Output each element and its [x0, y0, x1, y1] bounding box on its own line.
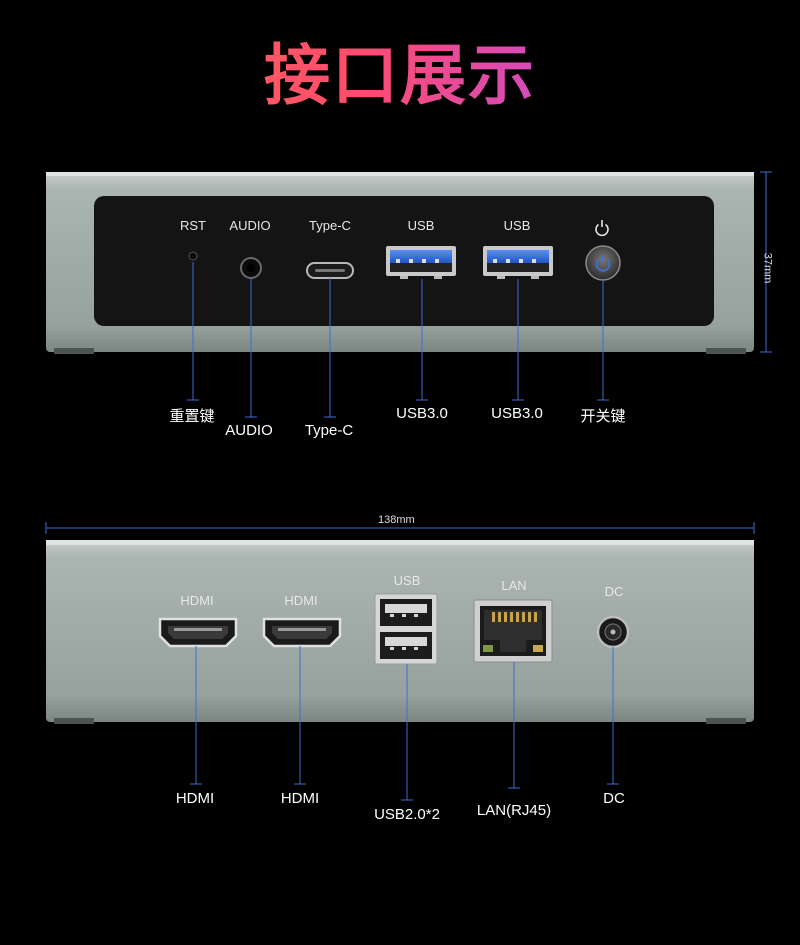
front-callout-usb3-1: USB3.0 [396, 405, 448, 422]
front-callout-reset: 重置键 [169, 408, 215, 425]
page-title: 接口展示 [0, 22, 800, 118]
back-callout-hdmi-2: HDMI [280, 790, 320, 807]
hdmi-port-2-icon [262, 617, 342, 648]
lan-rj45-port-icon [473, 599, 553, 663]
front-label-usb-1: USB [407, 218, 435, 233]
back-label-usb: USB [393, 573, 421, 588]
back-leader-lines [190, 646, 619, 801]
dc-jack-icon [596, 615, 630, 649]
back-callout-usb2: USB2.0*2 [374, 806, 440, 823]
front-leader-lines [187, 262, 609, 418]
front-label-type-c: Type-C [309, 218, 351, 233]
power-button-icon [585, 245, 621, 281]
height-dimension-line [760, 171, 772, 353]
front-label-audio: AUDIO [229, 218, 271, 233]
front-label-usb-2: USB [503, 218, 531, 233]
width-dimension-label: 138mm [378, 514, 415, 526]
front-callout-usb3-2: USB3.0 [491, 405, 543, 422]
front-callout-type-c: Type-C [304, 422, 354, 439]
audio-jack-icon [240, 257, 262, 279]
usb3-port-2-icon [483, 246, 553, 279]
hdmi-port-1-icon [158, 617, 238, 648]
height-dimension-label: 37mm [761, 252, 774, 284]
back-callout-hdmi-1: HDMI [175, 790, 215, 807]
width-dimension-line [45, 522, 755, 534]
front-callout-audio: AUDIO [225, 422, 273, 439]
type-c-port-icon [306, 262, 354, 279]
back-callout-lan: LAN(RJ45) [476, 802, 552, 819]
usb2-stacked-port-icon [374, 593, 438, 665]
front-callout-power: 开关键 [580, 408, 626, 425]
back-label-dc: DC [604, 584, 624, 599]
front-label-rst: RST [180, 218, 206, 233]
power-symbol-icon [595, 220, 609, 237]
reset-pinhole-icon [188, 251, 198, 261]
back-label-hdmi-1: HDMI [180, 593, 214, 608]
back-label-lan: LAN [501, 578, 527, 593]
back-callout-dc: DC [603, 790, 625, 807]
back-label-hdmi-2: HDMI [284, 593, 318, 608]
usb3-port-1-icon [386, 246, 456, 279]
